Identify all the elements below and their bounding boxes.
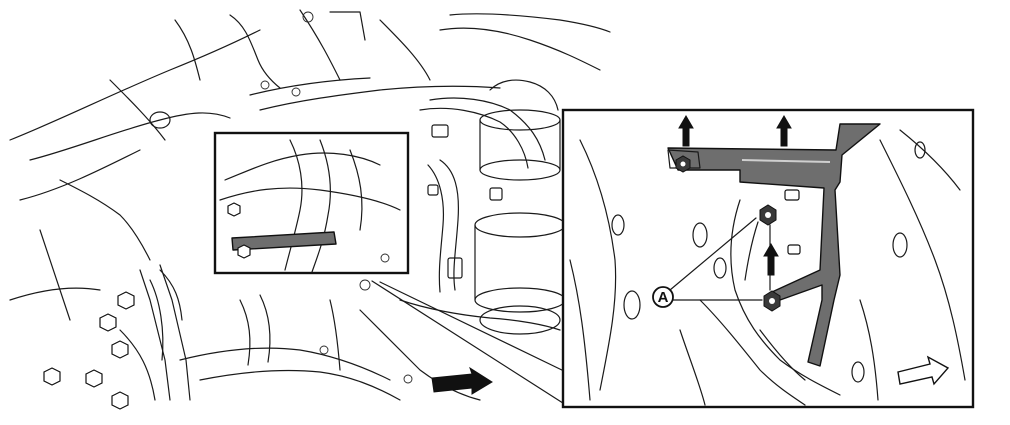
bracket [667,123,881,367]
up-arrow-icon [678,115,694,147]
zoom-leader-lines [371,280,567,406]
callout-label: A [658,289,669,306]
clip [784,189,801,255]
zoom-source-box [213,131,410,275]
bolt [675,155,691,173]
detail-inset: A [561,108,975,409]
front-direction-arrow-icon [897,355,950,386]
bolt [759,204,777,226]
up-arrow-icon [763,243,779,276]
up-arrow-icon [776,115,792,147]
bolt [763,290,781,312]
callout-a: A [652,217,763,308]
front-direction-arrow-icon [431,366,493,395]
nut-cluster [43,291,135,410]
